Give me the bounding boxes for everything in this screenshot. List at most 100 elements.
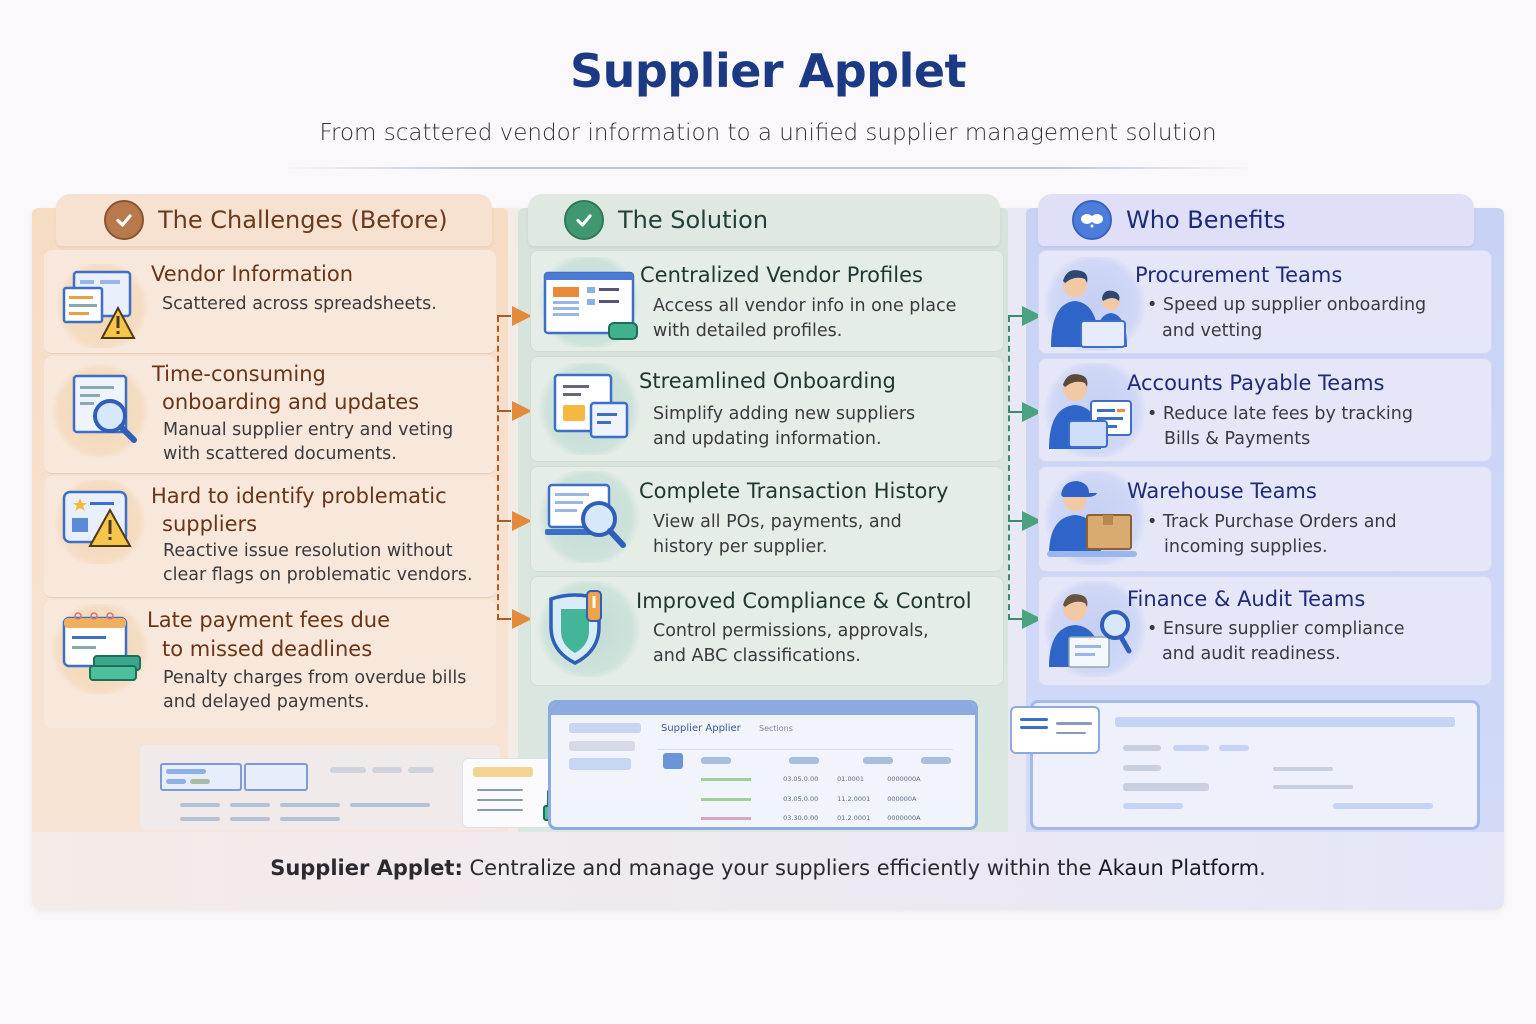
onboarding-folder-icon bbox=[535, 363, 643, 455]
benefit-card-accounts-payable: Accounts Payable Teams Reduce late fees … bbox=[1038, 358, 1492, 462]
spreadsheet-warning-icon bbox=[52, 264, 152, 348]
mock-floating-window bbox=[1010, 706, 1100, 754]
people-chat-icon bbox=[1072, 200, 1112, 240]
challenge-desc-line2: clear flags on problematic vendors. bbox=[163, 565, 473, 585]
challenges-header: The Challenges (Before) bbox=[56, 194, 492, 246]
solution-card-onboarding: Streamlined Onboarding Simplify adding n… bbox=[530, 356, 1004, 462]
arrow-right-icon bbox=[512, 401, 532, 421]
mock-app-title: Supplier Applier bbox=[661, 723, 741, 734]
mock-tab: Sections bbox=[759, 724, 793, 733]
challenge-card-onboarding: Time-consuming onboarding and updates Ma… bbox=[44, 356, 496, 474]
calendar-money-icon bbox=[48, 604, 152, 694]
challenge-desc: Scattered across spreadsheets. bbox=[162, 294, 437, 314]
benefit-desc-line2: incoming supplies. bbox=[1164, 537, 1328, 557]
benefit-card-finance-audit: Finance & Audit Teams Ensure supplier co… bbox=[1038, 576, 1492, 686]
solution-card-profiles: Centralized Vendor Profiles Access all v… bbox=[530, 250, 1004, 352]
challenge-desc-line1: Reactive issue resolution without bbox=[163, 541, 453, 561]
footer-band bbox=[32, 832, 1504, 910]
benefit-card-procurement: Procurement Teams Speed up supplier onbo… bbox=[1038, 250, 1492, 354]
connector-stub bbox=[497, 618, 511, 620]
challenge-desc-line2: with scattered documents. bbox=[163, 444, 397, 464]
connector-stub bbox=[497, 520, 511, 522]
solution-desc-line1: Control permissions, approvals, bbox=[653, 621, 929, 641]
challenge-card-problematic: Hard to identify problematic suppliers R… bbox=[44, 476, 496, 598]
mock-table-row: 03.05.0.00 01.0001 0000000A bbox=[701, 775, 961, 783]
procurement-team-icon bbox=[1041, 257, 1149, 351]
arrow-right-icon bbox=[1022, 306, 1042, 326]
arrow-right-icon bbox=[512, 609, 532, 629]
footer-tagline: Supplier Applet: Centralize and manage y… bbox=[0, 856, 1536, 880]
challenges-to-solution-connector bbox=[497, 316, 499, 620]
warehouse-worker-icon bbox=[1041, 471, 1149, 565]
solution-title: Improved Compliance & Control bbox=[636, 589, 972, 613]
connector-stub bbox=[497, 410, 511, 412]
solution-card-history: Complete Transaction History View all PO… bbox=[530, 466, 1004, 572]
solution-header: The Solution bbox=[528, 194, 1000, 246]
challenge-card-late-payment: Late payment fees due to missed deadline… bbox=[44, 600, 496, 728]
connector-stub bbox=[497, 315, 511, 317]
arrow-right-icon bbox=[1022, 511, 1042, 531]
footer-brand: Akaun Platform bbox=[1098, 856, 1260, 880]
check-circle-icon bbox=[564, 200, 604, 240]
challenge-title-line1: Hard to identify problematic bbox=[151, 484, 447, 508]
solution-desc-line2: history per supplier. bbox=[653, 537, 828, 557]
benefit-desc-line1: Reduce late fees by tracking bbox=[1147, 402, 1413, 427]
solution-desc-line1: Access all vendor info in one place bbox=[653, 296, 957, 316]
mock-spreadsheet-screen bbox=[140, 745, 500, 830]
benefit-desc-line2: Bills & Payments bbox=[1164, 429, 1311, 449]
window-titlebar bbox=[551, 703, 975, 715]
solution-desc-line1: Simplify adding new suppliers bbox=[653, 404, 916, 424]
benefit-title: Procurement Teams bbox=[1135, 263, 1343, 287]
mock-table-row: 03.30.0.00 01.2.0001 0000000A bbox=[701, 814, 961, 822]
connector-stub bbox=[1008, 618, 1022, 620]
profile-window-icon bbox=[535, 257, 643, 347]
challenge-title-line1: Time-consuming bbox=[152, 362, 326, 386]
challenge-desc-line2: and delayed payments. bbox=[163, 692, 370, 712]
solution-title: Centralized Vendor Profiles bbox=[640, 263, 923, 287]
monitor-search-icon bbox=[535, 471, 643, 563]
challenge-desc-line1: Penalty charges from overdue bills bbox=[163, 668, 467, 688]
mock-table-row: 03.05.0.00 11.2.0001 000000A bbox=[701, 795, 961, 803]
benefits-header: Who Benefits bbox=[1038, 194, 1474, 246]
challenge-desc-line1: Manual supplier entry and veting bbox=[163, 420, 454, 440]
solution-desc-line1: View all POs, payments, and bbox=[653, 512, 902, 532]
benefit-title: Warehouse Teams bbox=[1127, 479, 1317, 503]
benefit-desc-line1: Speed up supplier onboarding bbox=[1147, 293, 1426, 318]
solution-to-benefits-connector bbox=[1008, 316, 1010, 620]
challenge-card-vendor-info: Vendor Information Scattered across spre… bbox=[44, 250, 496, 354]
title-divider bbox=[280, 167, 1256, 169]
solution-desc-line2: and updating information. bbox=[653, 429, 882, 449]
document-search-icon bbox=[50, 364, 150, 458]
solution-title: Streamlined Onboarding bbox=[639, 369, 896, 393]
benefit-title: Finance & Audit Teams bbox=[1127, 587, 1366, 611]
check-circle-icon bbox=[104, 200, 144, 240]
benefit-desc-line1: Ensure supplier compliance bbox=[1147, 617, 1405, 642]
connector-stub bbox=[1008, 315, 1022, 317]
benefit-title: Accounts Payable Teams bbox=[1127, 371, 1385, 395]
page-subtitle: From scattered vendor information to a u… bbox=[319, 120, 1217, 146]
card-warning-icon bbox=[50, 480, 150, 564]
footer-end: . bbox=[1259, 856, 1266, 880]
arrow-right-icon bbox=[1022, 609, 1042, 629]
footer-lead: Supplier Applet: bbox=[270, 856, 463, 880]
connector-stub bbox=[1008, 411, 1022, 413]
benefit-desc-line2: and audit readiness. bbox=[1162, 644, 1341, 664]
arrow-right-icon bbox=[1022, 402, 1042, 422]
challenge-title-line2: to missed deadlines bbox=[162, 637, 373, 661]
accounts-payable-icon bbox=[1041, 363, 1149, 457]
benefit-card-warehouse: Warehouse Teams Track Purchase Orders an… bbox=[1038, 466, 1492, 572]
challenges-heading-suffix: (Before) bbox=[350, 206, 448, 234]
auditor-icon bbox=[1041, 581, 1149, 677]
solution-card-compliance: Improved Compliance & Control Control pe… bbox=[530, 576, 1004, 686]
benefits-heading: Who Benefits bbox=[1126, 206, 1286, 234]
benefit-desc-line2: and vetting bbox=[1162, 321, 1263, 341]
arrow-right-icon bbox=[512, 511, 532, 531]
connector-stub bbox=[1008, 520, 1022, 522]
arrow-right-icon bbox=[512, 306, 532, 326]
challenge-title: Vendor Information bbox=[151, 262, 354, 286]
solution-desc-line2: with detailed profiles. bbox=[653, 321, 843, 341]
solution-desc-line2: and ABC classifications. bbox=[653, 646, 861, 666]
footer-middle: Centralize and manage your suppliers eff… bbox=[462, 856, 1099, 880]
mock-supplier-applet-screen: Supplier Applier Sections 03.05.0.00 01.… bbox=[548, 700, 978, 830]
challenge-title-line1: Late payment fees due bbox=[147, 608, 391, 632]
